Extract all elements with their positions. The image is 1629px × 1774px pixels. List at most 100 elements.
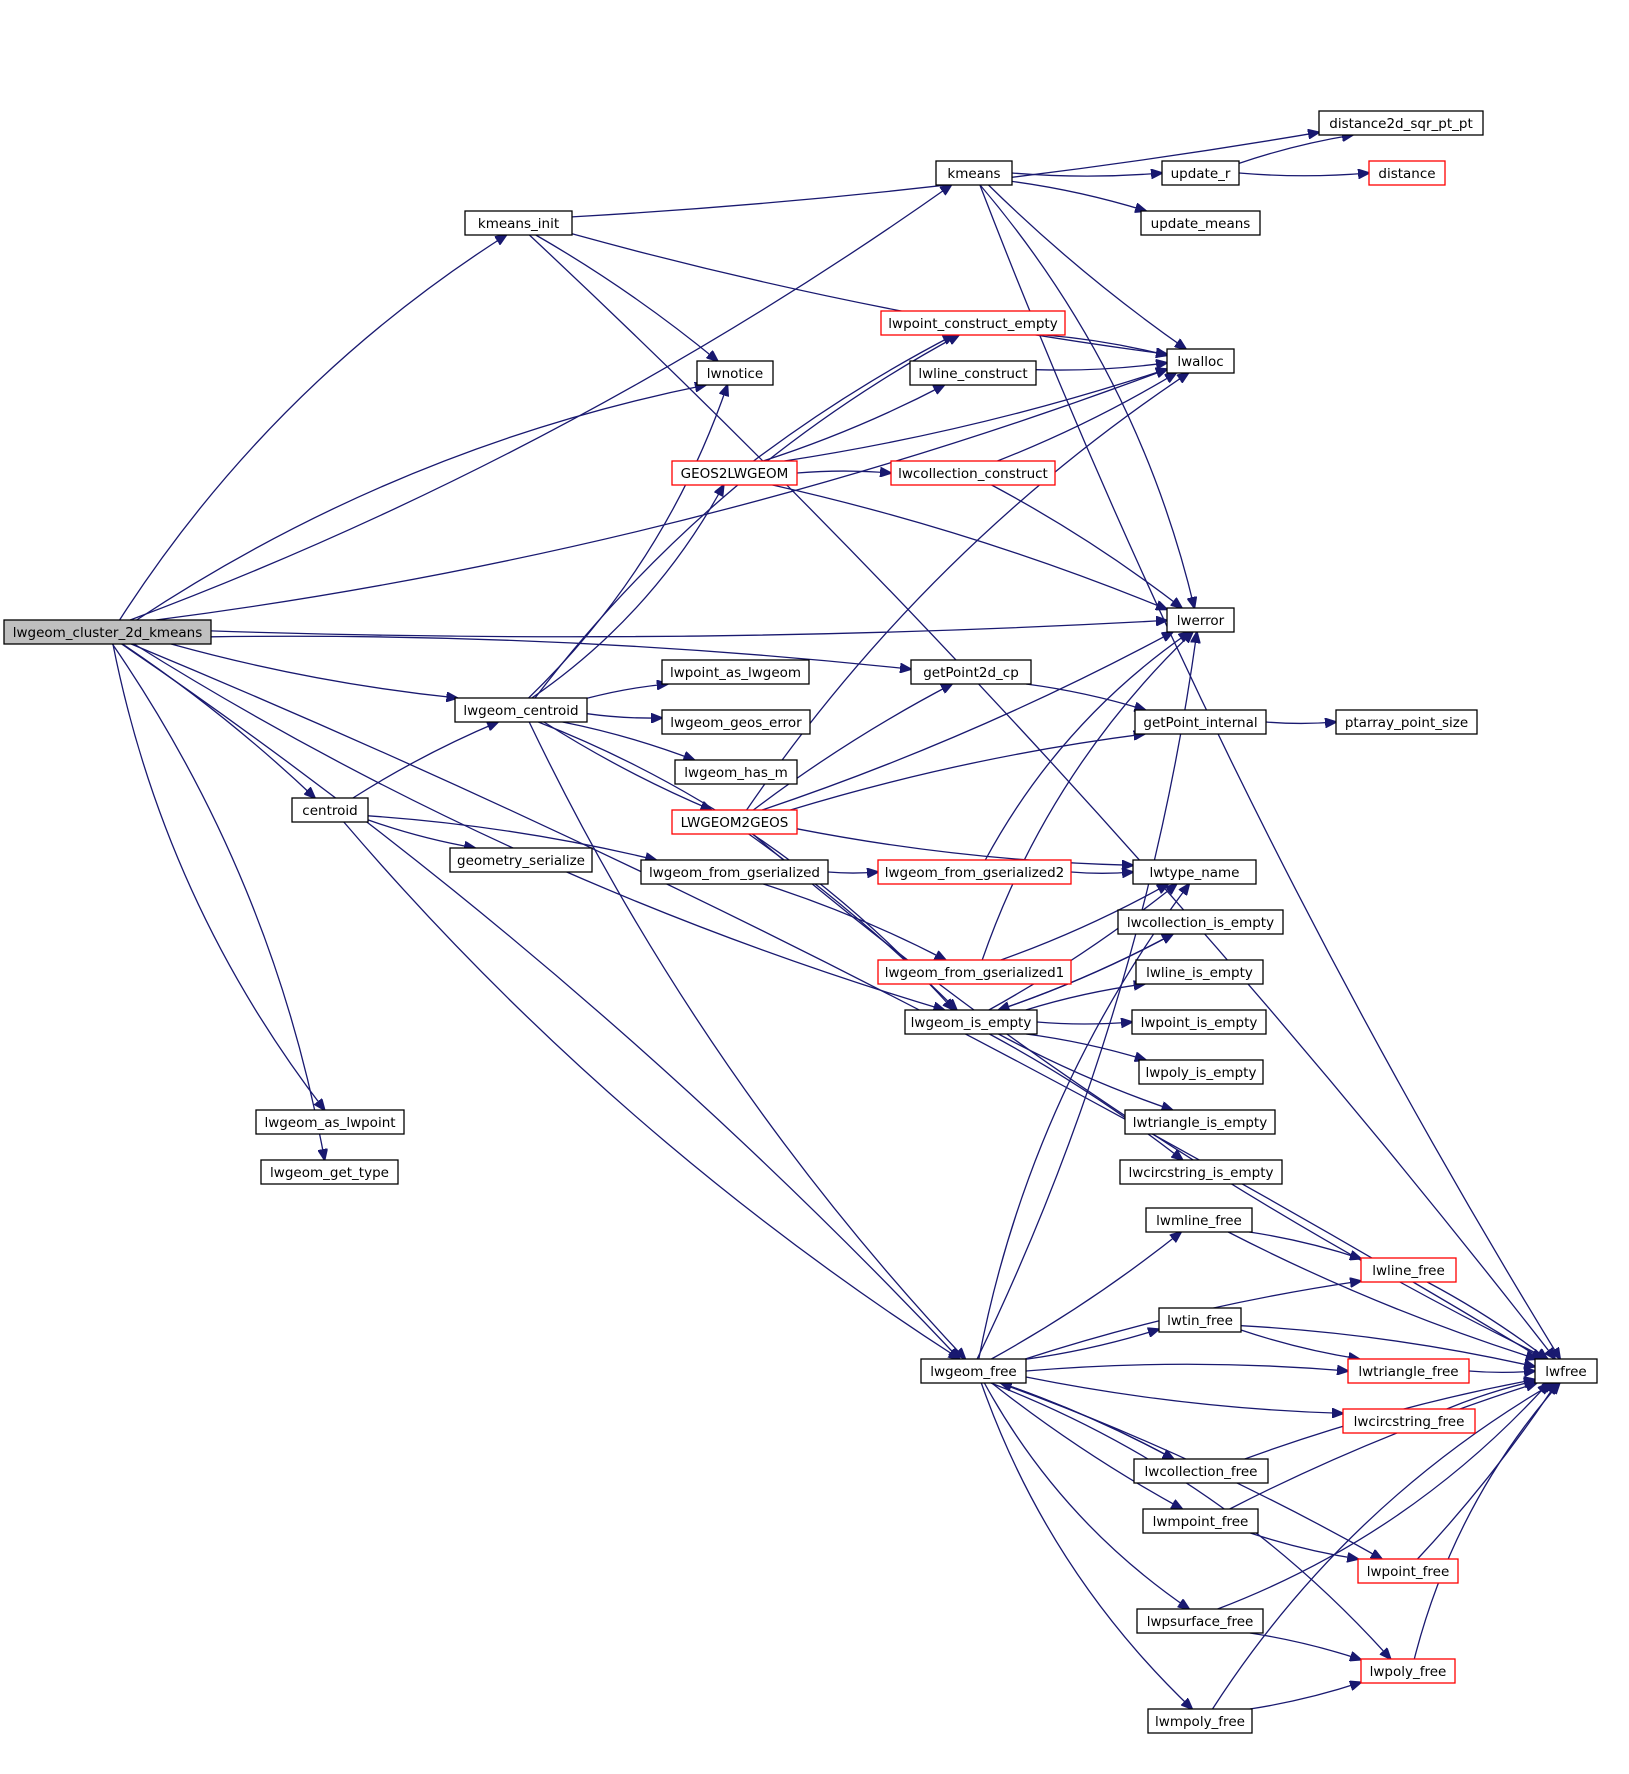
edge-GEOS2LWGEOM-to-lwpoint_construct_empty: [753, 335, 954, 462]
node-lwmpoly_free[interactable]: lwmpoly_free: [1147, 1708, 1253, 1734]
edge-LWGEOM2GEOS-to-getPoint_internal: [790, 734, 1144, 811]
node-box: [291, 797, 369, 823]
edge-lwpoly_free-to-lwfree: [1413, 1383, 1559, 1660]
edge-lwline_free-to-lwfree: [1426, 1281, 1547, 1359]
node-box: [1368, 160, 1446, 186]
edge-lwgeom_free-to-lwerror: [976, 632, 1197, 1360]
node-box: [1136, 1608, 1264, 1634]
node-lwline_free[interactable]: lwline_free: [1360, 1257, 1457, 1283]
node-lwfree[interactable]: lwfree: [1534, 1358, 1598, 1384]
edge-lwmpoly_free-to-lwfree: [1211, 1383, 1554, 1710]
node-lwmline_free[interactable]: lwmline_free: [1145, 1207, 1253, 1233]
node-lwgeom_has_m[interactable]: lwgeom_has_m: [674, 759, 798, 785]
node-box: [1135, 959, 1264, 985]
edge-lwgeom_cluster_2d_kmeans-to-lwalloc: [155, 369, 1167, 621]
node-box: [1161, 160, 1240, 186]
edge-lwgeom_cluster_2d_kmeans-to-lwgeom_as_lwpoint: [112, 643, 325, 1110]
edge-lwgeom_cluster_2d_kmeans-to-kmeans_init: [119, 235, 507, 621]
node-kmeans[interactable]: kmeans: [935, 160, 1013, 186]
edge-lwgeom_centroid-to-lwnotice: [528, 385, 728, 699]
node-box: [1357, 1558, 1459, 1584]
node-lwgeom_centroid[interactable]: lwgeom_centroid: [454, 697, 588, 723]
node-ptarray_point_size[interactable]: ptarray_point_size: [1335, 709, 1478, 735]
edge-LWGEOM2GEOS-to-lwerror: [761, 632, 1173, 811]
edges-layer: [111, 132, 1560, 1710]
node-box: [909, 360, 1037, 386]
node-lwnotice[interactable]: lwnotice: [696, 360, 774, 386]
edge-GEOS2LWGEOM-to-lwcollection_construct: [796, 471, 891, 473]
node-lwcollection_is_empty[interactable]: lwcollection_is_empty: [1117, 909, 1284, 935]
node-lwerror[interactable]: lwerror: [1166, 607, 1235, 633]
node-label: update_r: [1171, 166, 1231, 182]
node-distance2d_sqr_pt_pt[interactable]: distance2d_sqr_pt_pt: [1318, 110, 1484, 136]
edge-lwgeom_free-to-lwtype_name: [978, 884, 1189, 1360]
node-lwgeom_cluster_2d_kmeans[interactable]: lwgeom_cluster_2d_kmeans: [3, 619, 212, 645]
edge-kmeans-to-update_r: [1011, 173, 1162, 176]
node-lwgeom_from_gserialized1[interactable]: lwgeom_from_gserialized1: [877, 959, 1072, 985]
node-lwgeom_from_gserialized[interactable]: lwgeom_from_gserialized: [640, 859, 829, 885]
edge-lwgeom_is_empty-to-lwtriangle_is_empty: [998, 1033, 1173, 1110]
node-label: lwcollection_is_empty: [1127, 915, 1274, 931]
node-lwpoint_as_lwgeom[interactable]: lwpoint_as_lwgeom: [661, 659, 810, 685]
node-distance[interactable]: distance: [1368, 160, 1446, 186]
node-lwcircstring_is_empty[interactable]: lwcircstring_is_empty: [1119, 1159, 1283, 1185]
node-lwcollection_free[interactable]: lwcollection_free: [1133, 1458, 1269, 1484]
node-lwpoly_free[interactable]: lwpoly_free: [1360, 1658, 1456, 1684]
node-lwtriangle_free[interactable]: lwtriangle_free: [1347, 1358, 1470, 1384]
node-box: [454, 697, 588, 723]
node-label: lwpoint_is_empty: [1141, 1015, 1258, 1031]
node-label: lwgeom_get_type: [270, 1165, 389, 1181]
node-lwcircstring_free[interactable]: lwcircstring_free: [1342, 1408, 1476, 1434]
node-lwtin_free[interactable]: lwtin_free: [1158, 1307, 1242, 1333]
node-box: [661, 709, 811, 735]
node-box: [671, 809, 798, 835]
node-box: [671, 460, 798, 486]
node-label: lwgeom_from_gserialized: [649, 865, 820, 881]
node-label: lwgeom_geos_error: [670, 715, 802, 731]
edge-lwgeom_is_empty-to-lwcircstring_is_empty: [989, 1033, 1182, 1160]
node-GEOS2LWGEOM[interactable]: GEOS2LWGEOM: [671, 460, 798, 486]
node-lwpoint_is_empty[interactable]: lwpoint_is_empty: [1131, 1009, 1267, 1035]
node-lwline_is_empty[interactable]: lwline_is_empty: [1135, 959, 1264, 985]
node-label: lwcircstring_free: [1354, 1414, 1465, 1430]
node-getPoint_internal[interactable]: getPoint_internal: [1134, 709, 1267, 735]
edge-lwgeom_free-to-lwtriangle_free: [1025, 1363, 1348, 1371]
node-update_means[interactable]: update_means: [1140, 210, 1261, 236]
node-label: lwtype_name: [1150, 865, 1240, 881]
node-kmeans_init[interactable]: kmeans_init: [464, 210, 573, 236]
node-lwtriangle_is_empty[interactable]: lwtriangle_is_empty: [1124, 1109, 1276, 1135]
node-box: [1119, 1159, 1283, 1185]
node-lwcollection_construct[interactable]: lwcollection_construct: [890, 460, 1056, 486]
node-lwgeom_get_type[interactable]: lwgeom_get_type: [260, 1159, 399, 1185]
node-geometry_serialize[interactable]: geometry_serialize: [449, 847, 593, 873]
node-lwpoly_is_empty[interactable]: lwpoly_is_empty: [1138, 1059, 1264, 1085]
node-label: lwgeom_from_gserialized2: [885, 865, 1065, 881]
node-lwgeom_is_empty[interactable]: lwgeom_is_empty: [904, 1009, 1038, 1035]
node-lwgeom_as_lwpoint[interactable]: lwgeom_as_lwpoint: [255, 1109, 405, 1135]
edge-lwgeom_is_empty-to-lwtype_name: [988, 884, 1177, 1011]
edge-lwcollection_free-to-lwgeom_free: [1001, 1383, 1175, 1460]
node-lwgeom_geos_error[interactable]: lwgeom_geos_error: [661, 709, 811, 735]
node-update_r[interactable]: update_r: [1161, 160, 1240, 186]
node-lwline_construct[interactable]: lwline_construct: [909, 360, 1037, 386]
node-label: lwgeom_as_lwpoint: [264, 1115, 395, 1131]
node-lwpoint_free[interactable]: lwpoint_free: [1357, 1558, 1459, 1584]
edge-lwgeom_free-to-lwpsurface_free: [983, 1382, 1189, 1609]
edge-update_r-to-distance: [1238, 173, 1369, 176]
node-lwgeom_from_gserialized2[interactable]: lwgeom_from_gserialized2: [877, 859, 1072, 885]
node-centroid[interactable]: centroid: [291, 797, 369, 823]
node-lwtype_name[interactable]: lwtype_name: [1132, 859, 1257, 885]
node-box: [674, 759, 798, 785]
node-lwpsurface_free[interactable]: lwpsurface_free: [1136, 1608, 1264, 1634]
node-lwmpoint_free[interactable]: lwmpoint_free: [1142, 1508, 1259, 1534]
node-box: [640, 859, 829, 885]
node-LWGEOM2GEOS[interactable]: LWGEOM2GEOS: [671, 809, 798, 835]
node-box: [920, 1358, 1027, 1384]
node-lwgeom_free[interactable]: lwgeom_free: [920, 1358, 1027, 1384]
edge-lwmpoly_free-to-lwpoly_free: [1249, 1682, 1361, 1710]
node-lwpoint_construct_empty[interactable]: lwpoint_construct_empty: [880, 310, 1066, 336]
node-getPoint2d_cp[interactable]: getPoint2d_cp: [910, 659, 1032, 685]
node-lwalloc[interactable]: lwalloc: [1166, 348, 1235, 374]
